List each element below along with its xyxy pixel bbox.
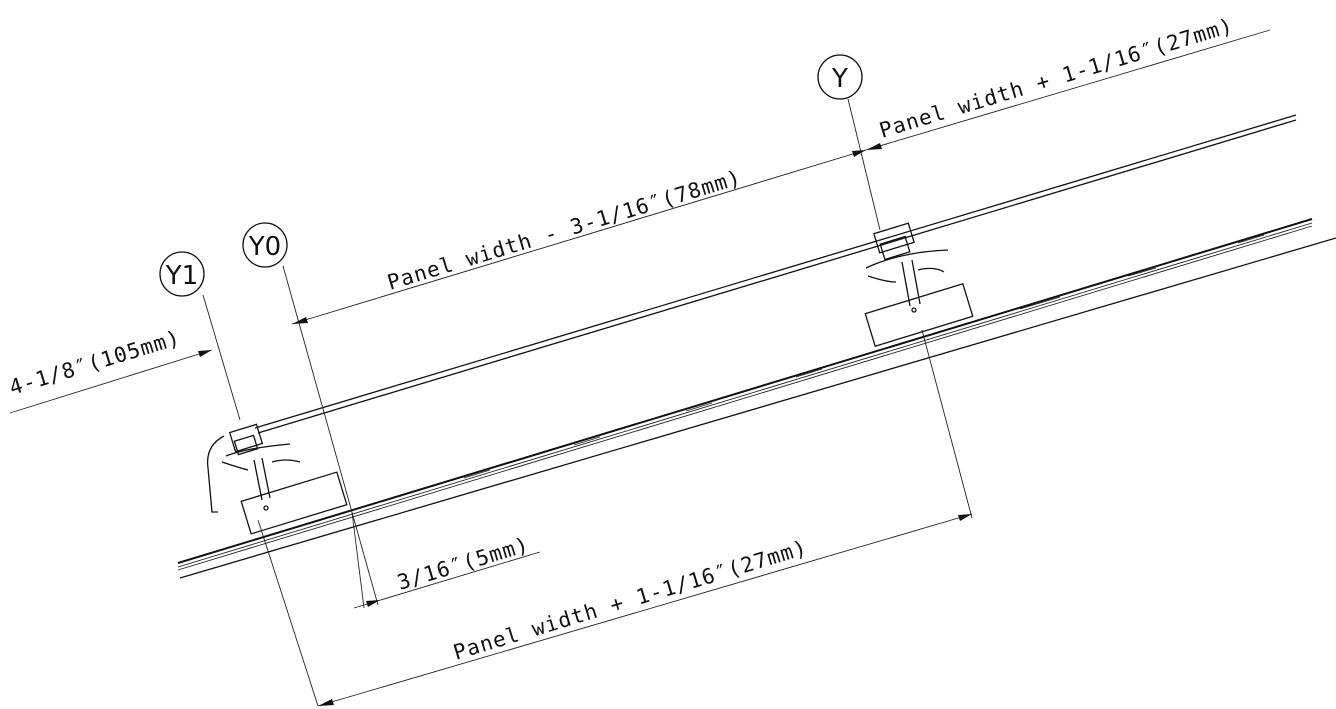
gridline-y0: Y0: [242, 222, 379, 606]
gridline-label-y: Y: [831, 64, 848, 94]
mid-clamp: [864, 222, 974, 347]
dim-panel-plus-top-text: Panel width + 1-1/16″(27mm): [877, 13, 1237, 142]
gridline-bubble-y0: [242, 222, 288, 268]
gridline-y1: Y1: [159, 251, 241, 421]
dim-panel-minus: Panel width - 3-1/16″(78mm): [291, 149, 867, 325]
gridline-bubble-y1: [159, 251, 205, 297]
dim-gap: 3/16″(5mm): [351, 511, 541, 609]
left-mount-block: [240, 471, 348, 535]
dim-offset-left: 4-1/8″(105mm): [7, 326, 213, 414]
panel-lines: [254, 114, 1297, 434]
left-end-clamp: [206, 423, 348, 535]
dim-gap-text: 3/16″(5mm): [395, 532, 533, 594]
roof-surface: [177, 218, 1336, 579]
mid-mount-block: [864, 283, 974, 347]
gridline-label-y0: Y0: [248, 232, 281, 262]
gridline-label-y1: Y1: [165, 261, 198, 291]
dim-panel-minus-text: Panel width - 3-1/16″(78mm): [385, 165, 745, 294]
gridline-y: Y: [817, 54, 881, 231]
dim-panel-plus-bottom: Panel width + 1-1/16″(27mm): [257, 329, 973, 707]
dim-panel-plus-top: Panel width + 1-1/16″(27mm): [865, 13, 1271, 151]
gridline-bubble-y: [817, 54, 863, 100]
dim-offset-left-text: 4-1/8″(105mm): [7, 326, 184, 400]
